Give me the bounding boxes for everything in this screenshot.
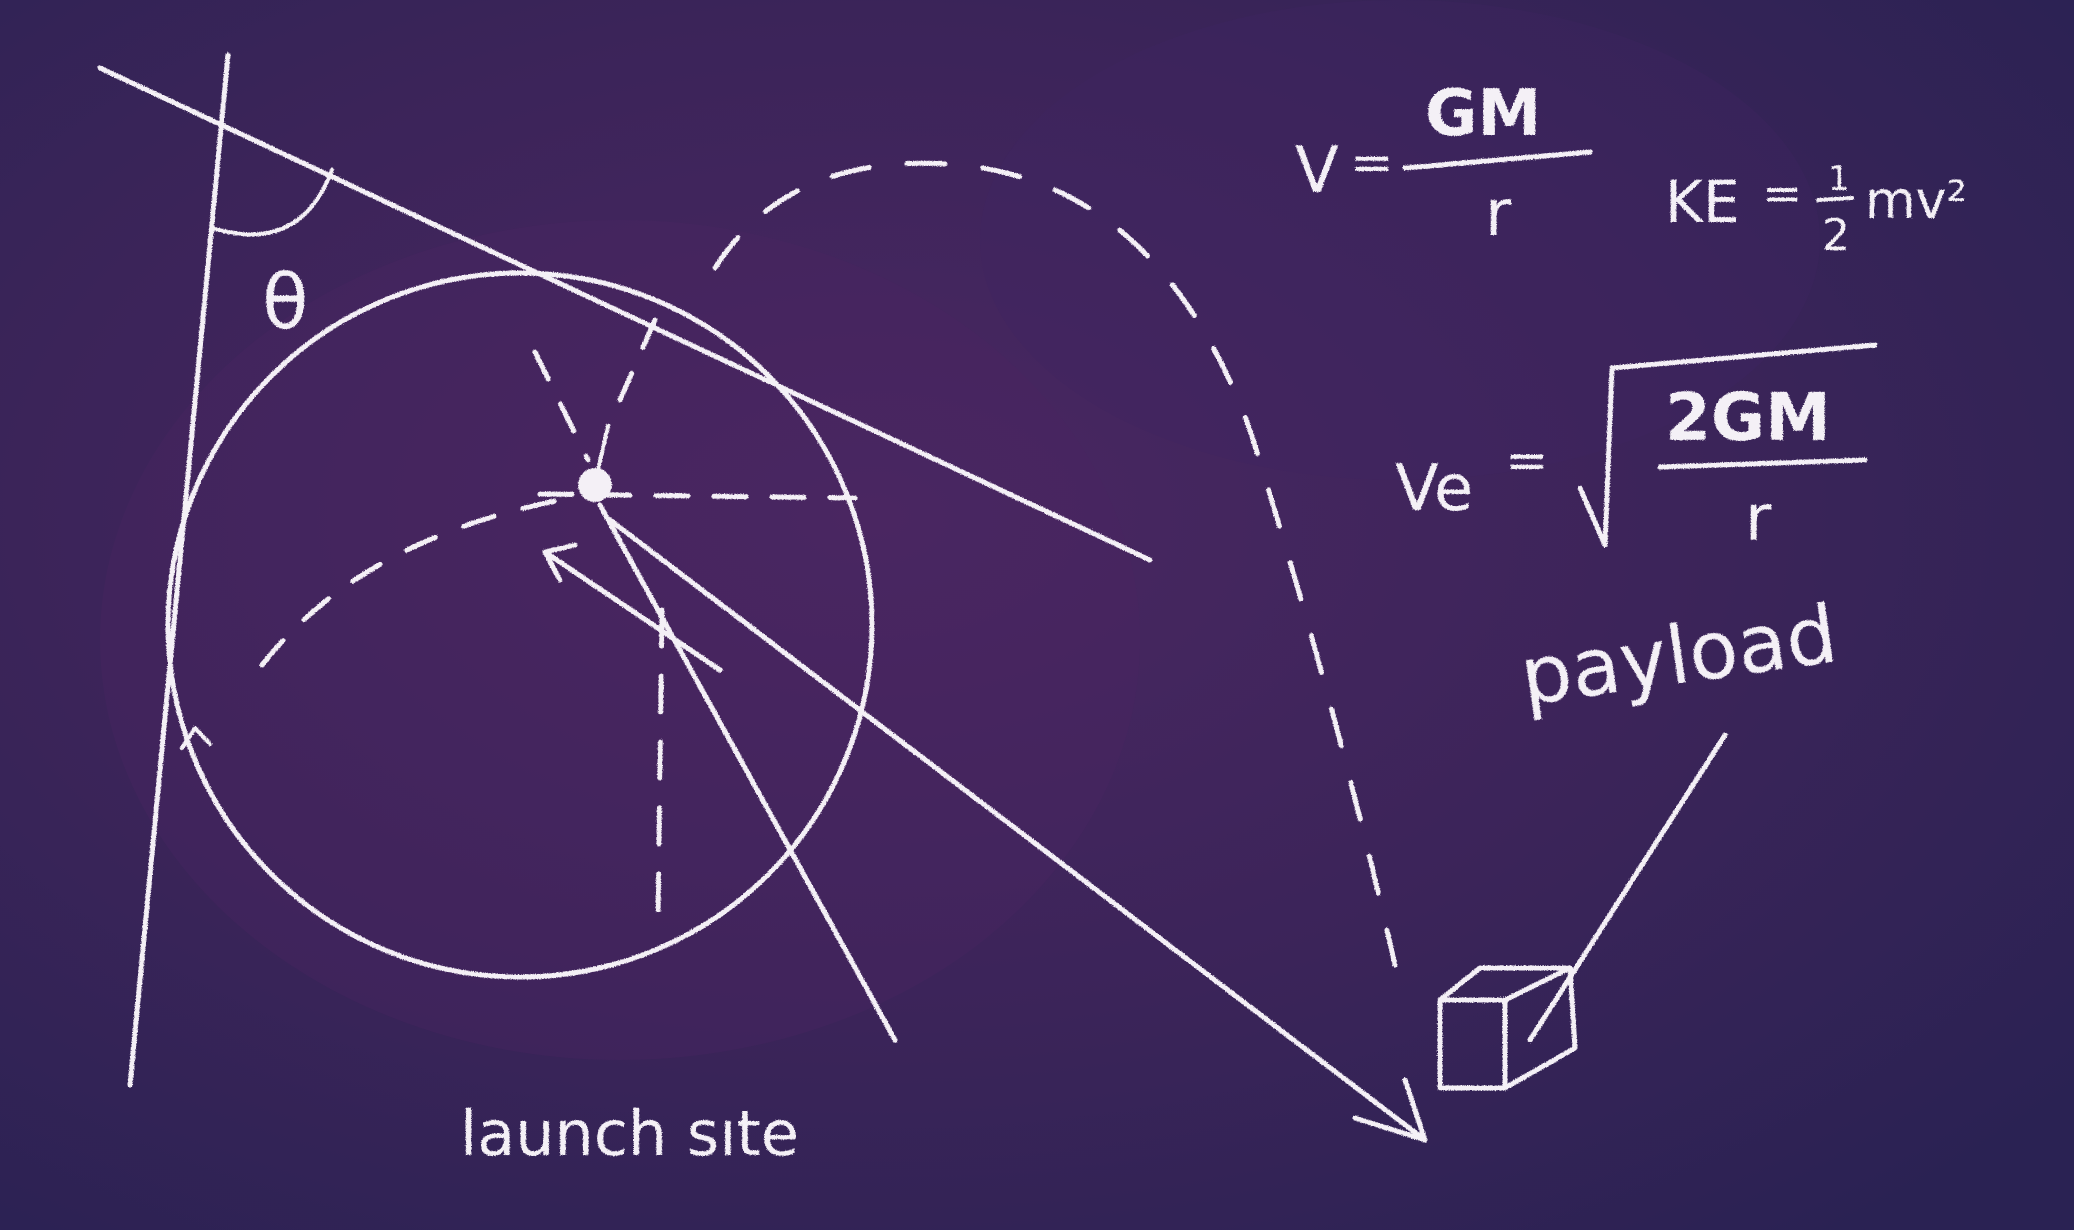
theta-label: θ	[262, 257, 309, 346]
kinetic-energy-equation: KE = 1 2 mv²	[1665, 159, 1967, 261]
trajectory-arrow-shaft	[607, 517, 1428, 1143]
board-smudge	[980, 0, 1820, 480]
escape-velocity-equation: Ve = 2GM r	[1395, 342, 1878, 556]
radius-dashed-upper	[532, 349, 591, 463]
svg-text:=: =	[1762, 166, 1802, 222]
radius-dashed-down	[655, 607, 665, 923]
planet-arrow-tip	[180, 726, 212, 750]
planet-circle	[165, 270, 875, 980]
orbit-dashed-arc	[712, 160, 1398, 968]
svg-text:2GM: 2GM	[1665, 379, 1831, 456]
svg-text:mv²: mv²	[1865, 171, 1967, 231]
radial-arrow-shaft	[545, 551, 723, 673]
tangent-line	[97, 65, 1153, 563]
svg-text:Ve: Ve	[1395, 452, 1473, 526]
potential-equation: V = GM r	[1295, 77, 1593, 251]
payload-pointer-line	[1527, 732, 1728, 1043]
center-tick	[596, 424, 610, 472]
trajectory-arrow-head	[1352, 1077, 1428, 1143]
svg-text:GM: GM	[1425, 77, 1541, 151]
launch-site-line	[597, 502, 898, 1043]
svg-text:V: V	[1295, 134, 1339, 208]
radius-dashed-upright	[617, 317, 658, 403]
svg-text:KE: KE	[1665, 168, 1740, 236]
svg-text:r: r	[1485, 177, 1512, 251]
svg-text:2: 2	[1822, 210, 1850, 261]
svg-text:1: 1	[1828, 159, 1850, 199]
radial-arrow-head	[542, 542, 578, 583]
square-root-sign	[1577, 342, 1878, 548]
launch-site-label: launch sıte	[460, 1097, 799, 1170]
radius-dashed-horizontal	[537, 491, 858, 501]
svg-text:r: r	[1745, 482, 1772, 556]
theta-angle-arc	[210, 168, 334, 237]
svg-text:=: =	[1505, 431, 1549, 491]
svg-text:=: =	[1350, 133, 1394, 193]
board-smudge	[100, 220, 1140, 1060]
payload-cube-icon	[1437, 965, 1578, 1091]
